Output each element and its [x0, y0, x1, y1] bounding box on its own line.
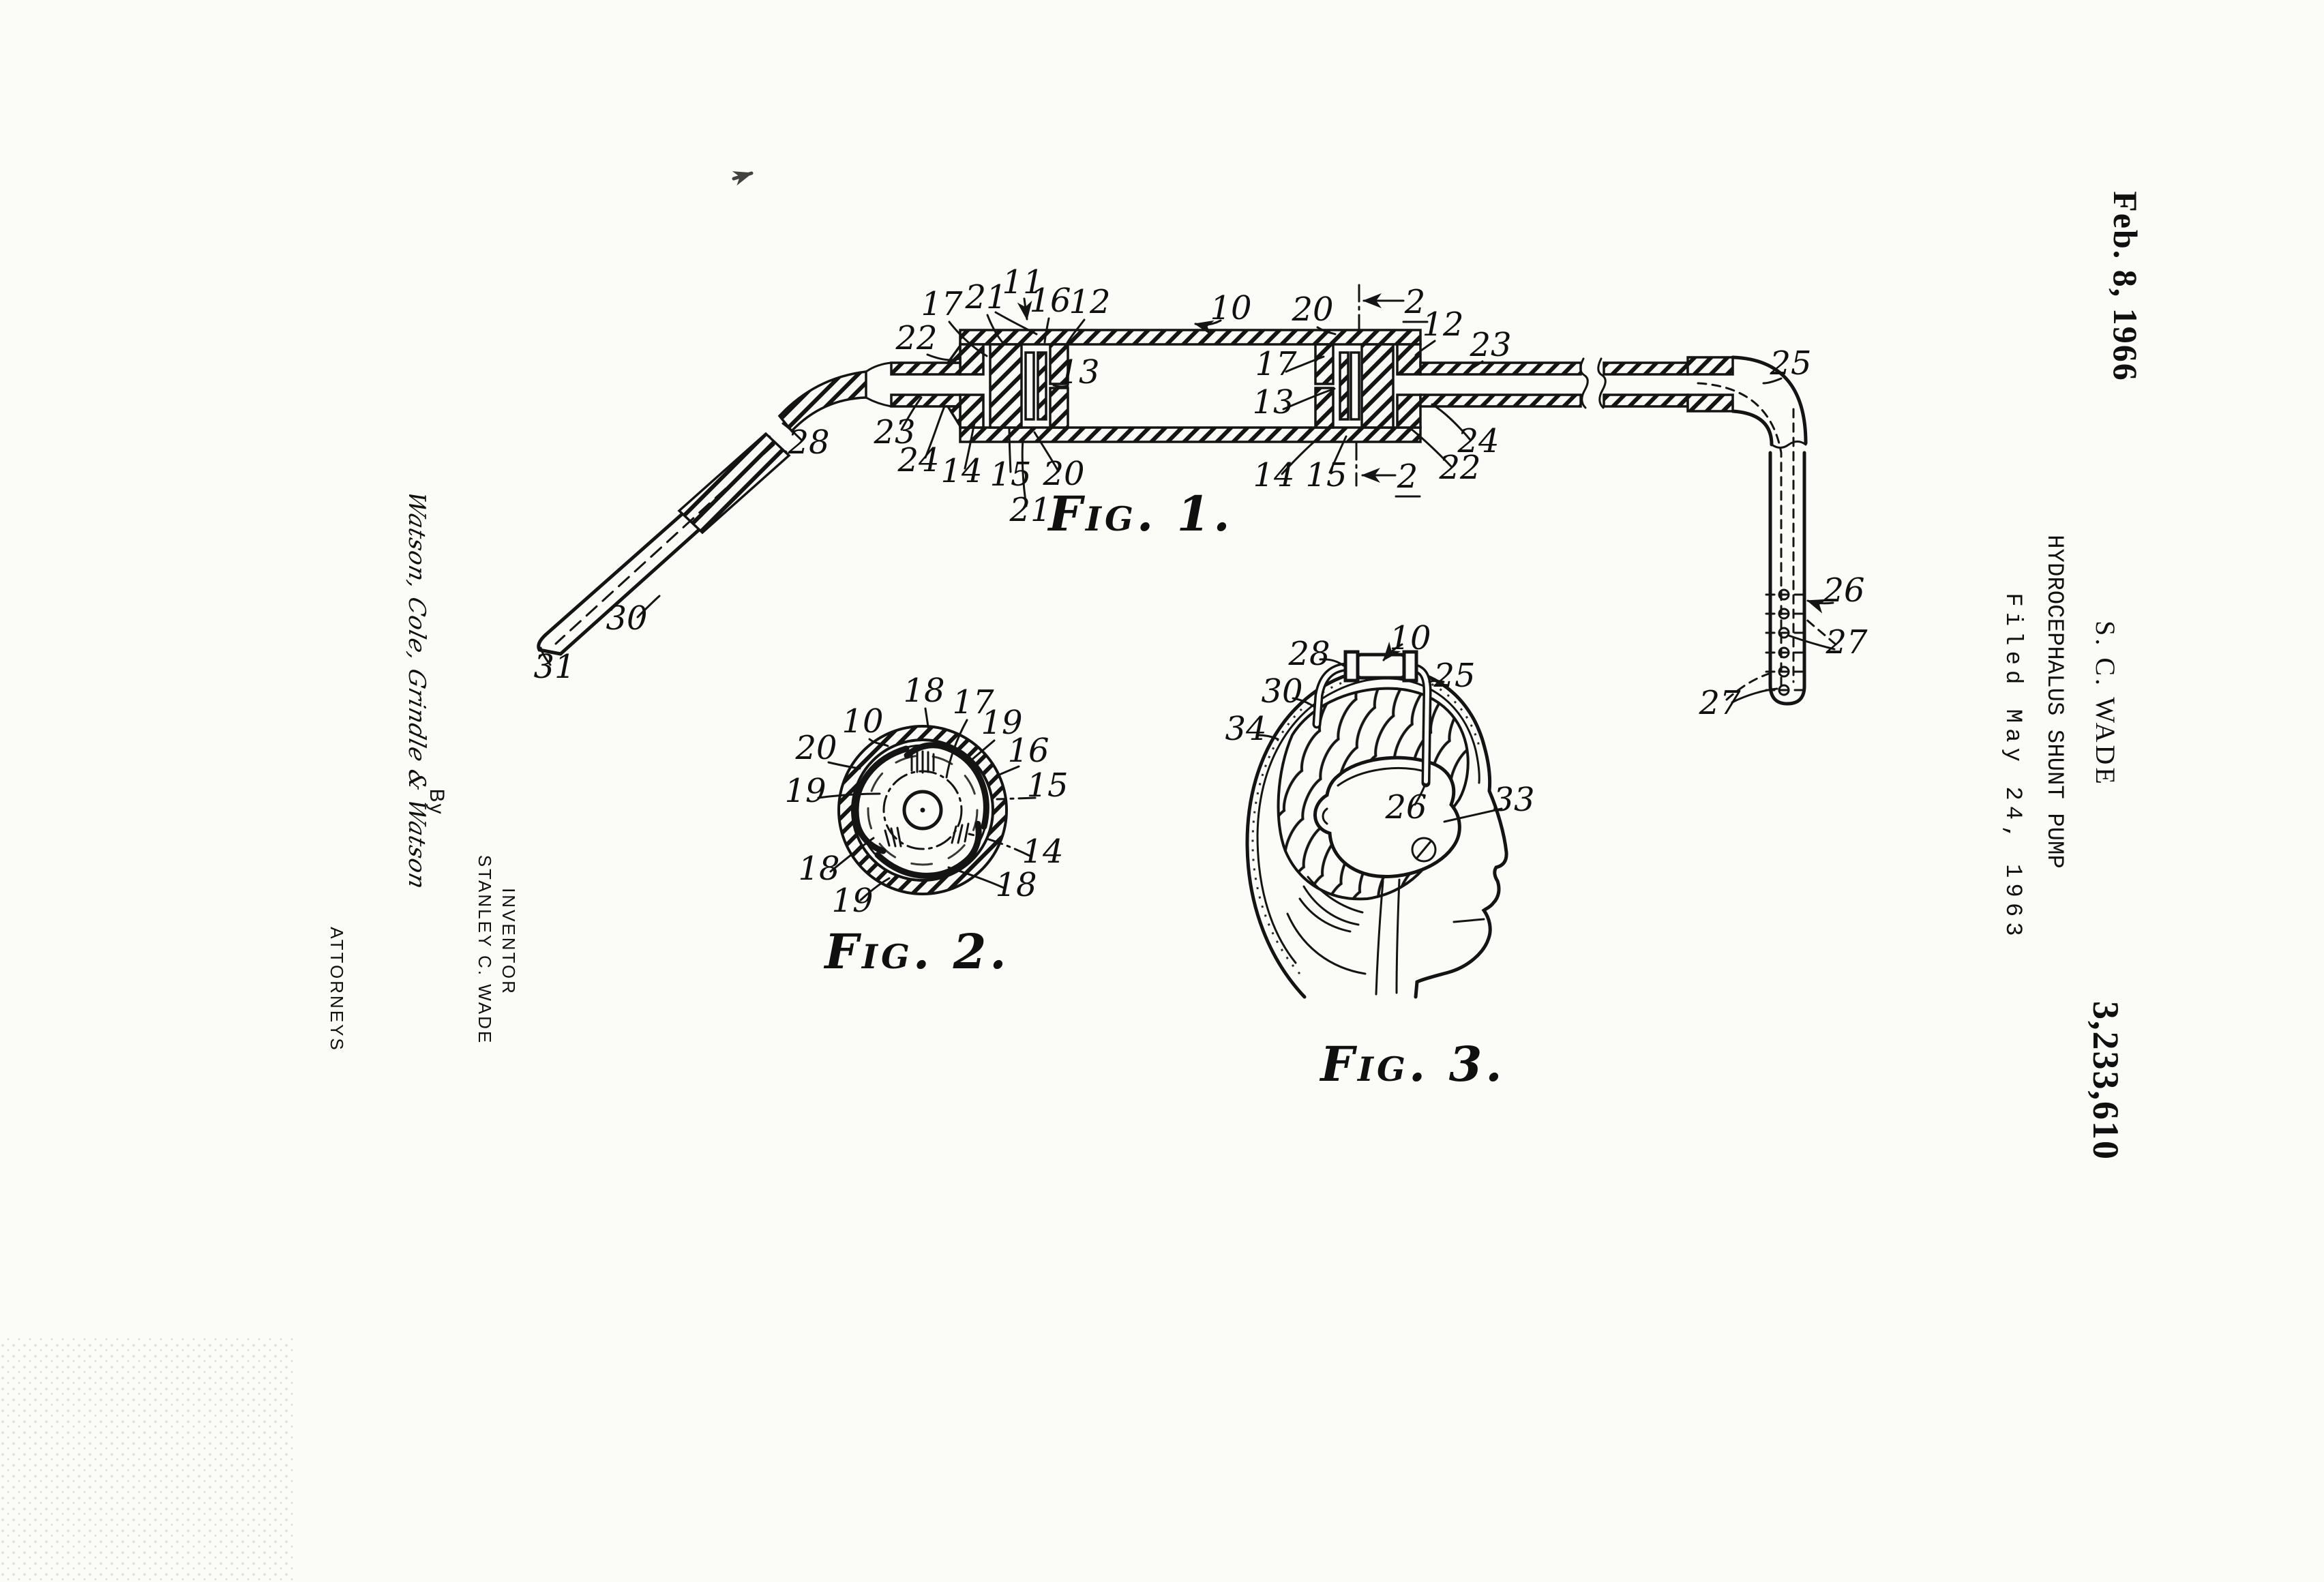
- attorney-signature: Watson, Cole, Grindle & Watson: [403, 488, 430, 893]
- fig2-callout-10: 19: [831, 882, 873, 920]
- fig1-callout-5: 22: [895, 319, 937, 357]
- fig1-catheter-perforations: [1765, 588, 1810, 696]
- patent-title: HYDROCEPHALUS SHUNT PUMP: [2041, 535, 2067, 869]
- filed-date: Filed May 24, 1963: [1999, 593, 2025, 941]
- figure-2: 18 17 10 19 20 16 19 15 18 14 19 18 Fig.…: [784, 672, 1068, 980]
- fig3-leader-lines: [1255, 641, 1503, 823]
- fig1-callout-4: 12: [1069, 283, 1110, 321]
- fig1-callout-0: 17: [921, 285, 963, 323]
- patent-number: 3,233,610: [2085, 1001, 2126, 1161]
- fig1-callout-15: 2: [1404, 283, 1426, 321]
- fig2-callout-9: 14: [1022, 833, 1063, 871]
- fig2-caption: Fig. 2.: [823, 923, 1009, 980]
- fig1-leader-lines: [539, 297, 1837, 704]
- fig3-brain: [1277, 687, 1470, 996]
- fig1-callout-9: 14: [940, 452, 982, 490]
- fig1-callout-13: 10: [1210, 289, 1251, 327]
- fig2-callout-8: 18: [798, 850, 839, 888]
- fig1-ventricular-catheter: [537, 432, 791, 656]
- fig1-left-valve: [959, 343, 1069, 429]
- fig1-callout-31: 27: [1698, 684, 1741, 722]
- by-label: By: [426, 788, 448, 815]
- fig2-callout-4: 20: [794, 729, 837, 767]
- fig1-callout-17: 23: [1469, 326, 1511, 364]
- fig1-callout-29: 26: [1822, 571, 1864, 610]
- fig1-callouts: 17 21 11 16 12 22 13 23 24 14 15 20 21 1…: [533, 263, 1868, 722]
- fig3-head-outline: [1245, 666, 1508, 999]
- fig1-callout-27: 31: [533, 648, 575, 686]
- fig2-callout-2: 10: [841, 702, 883, 741]
- fig1-callout-16: 12: [1422, 305, 1463, 344]
- fig1-callout-7: 23: [873, 413, 915, 451]
- fig1-callout-2: 11: [1002, 263, 1043, 301]
- applicant-name: S. C. WADE: [2090, 621, 2121, 787]
- fig1-caption: Fig. 1.: [1047, 486, 1233, 542]
- fig1-callout-23: 15: [1305, 456, 1347, 494]
- fig1-callout-1: 21: [964, 278, 1007, 316]
- inventor-name: STANLEY C. WADE: [475, 855, 495, 1045]
- stray-mark: [732, 171, 754, 186]
- fig1-callout-3: 16: [1029, 282, 1071, 320]
- fig1-callout-22: 14: [1253, 456, 1294, 494]
- fig1-callout-25: 28: [787, 423, 829, 462]
- fig3-caption: Fig. 3.: [1319, 1036, 1505, 1092]
- fig1-callout-10: 15: [989, 456, 1031, 494]
- fig1-inlet-tube: [777, 342, 962, 433]
- fig1-right-valve: [1314, 343, 1422, 429]
- margin-text: Feb. 8, 1966 S. C. WADE HYDROCEPHALUS SH…: [327, 191, 2145, 1161]
- fig1-callout-21: 22: [1438, 449, 1480, 487]
- fig2-cross-section: [837, 725, 1009, 899]
- fig2-leader-lines: [817, 707, 1037, 901]
- fig3-callouts: 28 10 25 30 34 26 33: [1225, 619, 1534, 826]
- fig1-callout-28: 25: [1769, 344, 1811, 383]
- fig1-callout-12: 21: [1009, 491, 1051, 529]
- fig3-callout-4: 34: [1225, 710, 1266, 748]
- attorneys-caption: ATTORNEYS: [327, 927, 347, 1052]
- fig2-callout-1: 17: [952, 683, 994, 721]
- fig3-callout-6: 33: [1493, 781, 1534, 819]
- fig1-callout-6: 13: [1058, 353, 1099, 391]
- fig1-callout-14: 20: [1291, 290, 1333, 329]
- fig3-callout-1: 10: [1389, 619, 1431, 657]
- fig2-stipple: [884, 750, 970, 848]
- inventor-caption: INVENTOR: [498, 888, 519, 996]
- figure-1: 17 21 11 16 12 22 13 23 24 14 15 20 21 1…: [533, 263, 1868, 722]
- fig2-callout-6: 19: [784, 772, 826, 810]
- publication-date: Feb. 8, 1966: [2106, 191, 2145, 382]
- figure-3: 28 10 25 30 34 26 33 Fig. 3.: [1225, 619, 1534, 1092]
- fig3-callout-0: 28: [1287, 635, 1330, 673]
- fig2-callout-5: 16: [1007, 732, 1049, 770]
- fig1-callout-26: 30: [606, 599, 647, 638]
- fig1-callout-30: 27: [1825, 623, 1868, 661]
- fig1-callout-11: 20: [1042, 455, 1084, 493]
- fig1-callout-18: 17: [1255, 345, 1297, 383]
- fig3-callout-3: 30: [1261, 672, 1302, 711]
- fig3-callout-5: 26: [1384, 788, 1427, 826]
- fig1-outlet-tube: [1419, 355, 1810, 706]
- fig2-callouts: 18 17 10 19 20 16 19 15 18 14 19 18: [784, 672, 1068, 920]
- fig3-callout-2: 25: [1433, 657, 1475, 695]
- fig1-section-lines: [1355, 284, 1429, 498]
- fig2-callout-0: 18: [903, 672, 944, 710]
- scan-noise: [0, 1337, 293, 1582]
- fig2-callout-3: 19: [981, 704, 1022, 742]
- fig1-callout-8: 24: [897, 441, 939, 479]
- fig2-callout-7: 15: [1026, 766, 1068, 805]
- fig1-callout-24: 2: [1397, 458, 1418, 496]
- fig1-callout-20: 24: [1457, 422, 1499, 460]
- fig2-callout-11: 18: [995, 866, 1037, 904]
- fig1-callout-19: 13: [1252, 383, 1294, 421]
- fig1-pump-barrel: [959, 329, 1422, 443]
